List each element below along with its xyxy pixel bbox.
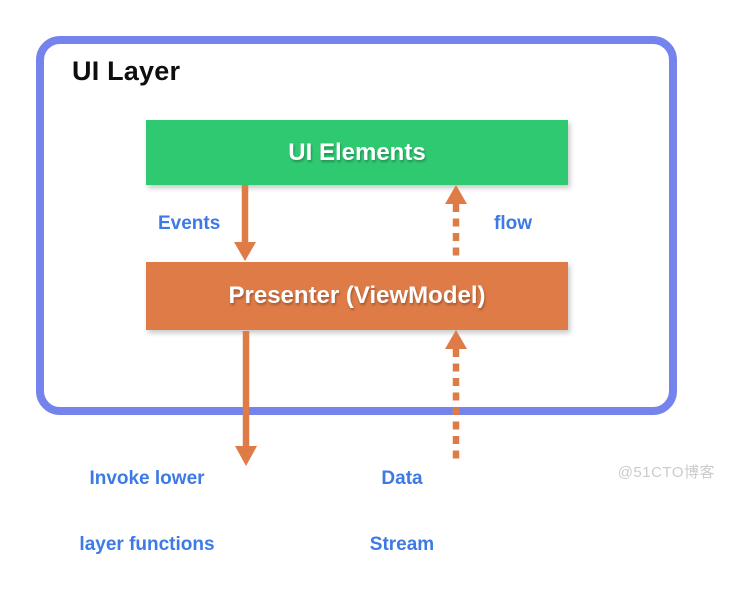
ui-elements-label: UI Elements xyxy=(288,138,426,166)
data-stream-arrow-label-line1: Data xyxy=(381,468,423,489)
presenter-viewmodel-label: Presenter (ViewModel) xyxy=(228,282,486,309)
flow-arrow-label: flow xyxy=(494,213,532,234)
data-stream-arrow-label: Data Stream xyxy=(350,424,454,600)
invoke-arrow-label-line1: Invoke lower xyxy=(89,468,205,489)
invoke-arrow-label-line2: layer functions xyxy=(79,534,215,555)
invoke-arrow-label: Invoke lower layer functions xyxy=(60,424,234,600)
ui-elements-box: UI Elements xyxy=(146,120,568,185)
watermark-text: @51CTO博客 xyxy=(617,464,715,481)
ui-layer-frame xyxy=(36,36,677,415)
ui-layer-title: UI Layer xyxy=(72,56,181,86)
diagram-canvas: UI Layer UI Elements Presenter (ViewMode… xyxy=(36,36,715,555)
events-arrow-label: Events xyxy=(158,213,221,234)
data-stream-arrow-label-line2: Stream xyxy=(369,534,435,555)
presenter-viewmodel-box: Presenter (ViewModel) xyxy=(146,262,568,330)
